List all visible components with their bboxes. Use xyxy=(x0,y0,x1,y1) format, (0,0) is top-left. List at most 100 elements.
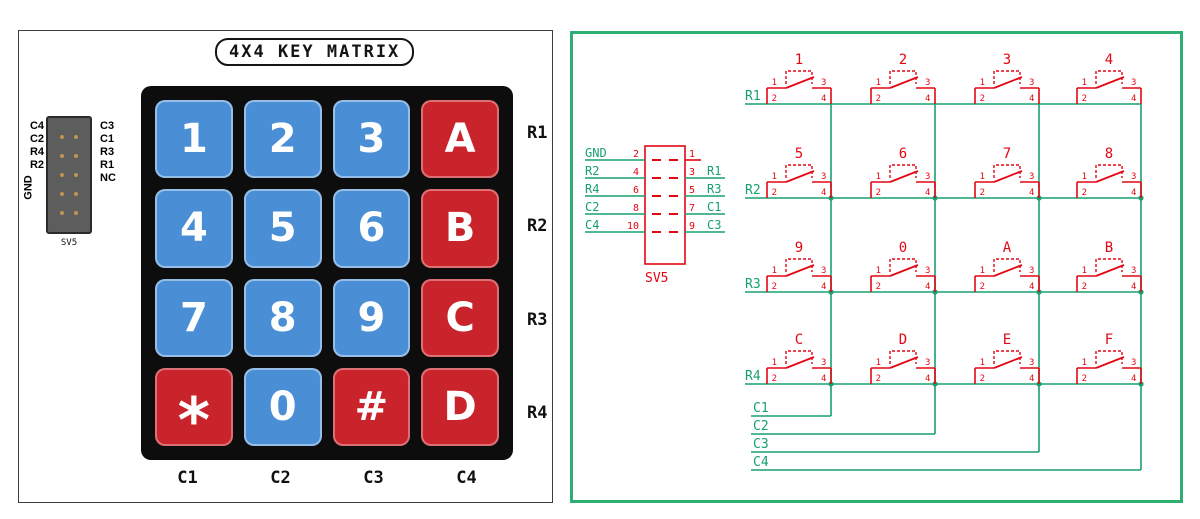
key-label: 9 xyxy=(357,294,386,341)
keypad-key-d: D xyxy=(421,367,499,446)
key-label: * xyxy=(177,384,211,458)
connector-pin-dot xyxy=(60,135,64,140)
key-label: 6 xyxy=(357,205,386,252)
connector-pin-dot xyxy=(74,154,78,159)
row-label-r4: R4 xyxy=(527,403,548,424)
switch-pin-number: 2 xyxy=(876,282,881,292)
connector-pin-label-c3: C3 xyxy=(100,120,115,132)
switch-lever xyxy=(993,170,1023,183)
switch-pin-number: 1 xyxy=(876,172,881,182)
diagram-title: 4X4 KEY MATRIX xyxy=(215,38,415,66)
switch-pin-number: 3 xyxy=(1029,172,1034,182)
net-label-R1: R1 xyxy=(745,89,761,104)
keypad-key-a: A xyxy=(421,100,499,179)
switch-pin-number: 3 xyxy=(1131,78,1136,88)
key-label: 1 xyxy=(179,116,208,163)
pin-number: 7 xyxy=(689,203,695,214)
schematic-connector-body xyxy=(644,145,686,265)
switch-pin-number: 1 xyxy=(876,266,881,276)
connector-name: SV5 xyxy=(60,238,78,248)
switch-lever xyxy=(889,170,919,183)
pin-number: 1 xyxy=(689,149,695,160)
switch-pin-number: 3 xyxy=(925,266,930,276)
pin-number: 8 xyxy=(633,203,639,214)
switch-pin-number: 2 xyxy=(980,374,985,384)
keypad-key-6: 6 xyxy=(332,189,411,268)
keypad-key-0: 0 xyxy=(243,367,322,446)
switch-pin-number: 3 xyxy=(1029,358,1034,368)
switch-pin-number: 3 xyxy=(925,78,930,88)
switch-pin-number: 3 xyxy=(821,78,826,88)
switch-label: 6 xyxy=(899,146,907,162)
switch-pin-number: 4 xyxy=(821,188,826,198)
key-label: 4 xyxy=(179,205,208,252)
net-label-R2: R2 xyxy=(585,164,599,178)
connector-pin-label-r2: R2 xyxy=(29,159,44,171)
idc-connector-body xyxy=(46,116,92,234)
switch-pin-number: 4 xyxy=(925,374,930,384)
keypad-key-8: 8 xyxy=(243,278,322,357)
switch-pin-number: 3 xyxy=(1131,266,1136,276)
pin-number: 2 xyxy=(633,149,639,160)
switch-label: A xyxy=(1003,240,1012,256)
switch-lever xyxy=(993,76,1023,89)
connector-pin-label-r1: R1 xyxy=(100,159,115,171)
switch-label: 8 xyxy=(1105,146,1113,162)
col-label-c2: C2 xyxy=(270,468,291,488)
switch-label: 7 xyxy=(1003,146,1011,162)
col-label-c4: C4 xyxy=(456,468,477,488)
switch-pin-number: 2 xyxy=(876,188,881,198)
switch-pin-number: 2 xyxy=(1082,94,1087,104)
keypad-key-2: 2 xyxy=(243,100,322,179)
switch-pin-number: 4 xyxy=(1029,374,1034,384)
switch-pin-number: 1 xyxy=(980,358,985,368)
switch-label: 9 xyxy=(795,240,803,256)
switch-pin-number: 3 xyxy=(925,358,930,368)
switch-lever xyxy=(785,356,815,369)
key-label: 8 xyxy=(268,294,297,341)
switch-pin-number: 2 xyxy=(772,188,777,198)
switch-pin-number: 2 xyxy=(772,94,777,104)
net-label-C3: C3 xyxy=(753,437,769,452)
switch-lever xyxy=(1095,264,1125,277)
switch-pin-number: 3 xyxy=(1131,358,1136,368)
connector-pin-dot xyxy=(74,191,78,196)
switch-lever xyxy=(889,76,919,89)
switch-pin-number: 4 xyxy=(925,188,930,198)
keypad-key-5: 5 xyxy=(243,189,322,268)
schematic-connector-name: SV5 xyxy=(645,271,668,286)
switch-pin-number: 4 xyxy=(1029,282,1034,292)
net-label-R2: R2 xyxy=(745,183,761,198)
connector-pin-dot xyxy=(74,135,78,140)
switch-pin-number: 1 xyxy=(980,78,985,88)
connector-pin-dot xyxy=(60,154,64,159)
net-label-R4: R4 xyxy=(745,369,761,384)
switch-pin-number: 2 xyxy=(1082,282,1087,292)
switch-lever xyxy=(1095,170,1125,183)
switch-pin-number: 3 xyxy=(1131,172,1136,182)
pin-number: 9 xyxy=(689,221,695,232)
keypad: 1 2 3 A 4 5 6 B 7 8 9 C * 0 # D xyxy=(141,86,513,460)
switch-pin-number: 4 xyxy=(925,282,930,292)
switch-label: 2 xyxy=(899,52,907,68)
switch-lever xyxy=(993,264,1023,277)
switch-label: 4 xyxy=(1105,52,1113,68)
switch-label: 3 xyxy=(1003,52,1011,68)
keypad-key-7: 7 xyxy=(155,278,233,357)
col-label-c3: C3 xyxy=(363,468,384,488)
net-label-C4: C4 xyxy=(585,218,599,232)
key-label: D xyxy=(443,383,477,430)
net-label-R3: R3 xyxy=(745,277,761,292)
switch-lever xyxy=(889,264,919,277)
net-label-C2: C2 xyxy=(585,200,599,214)
pin-number: 6 xyxy=(633,185,639,196)
row-labels: R1 R2 R3 R4 xyxy=(527,86,567,460)
net-label-C4: C4 xyxy=(753,455,769,470)
key-label: 7 xyxy=(179,294,208,341)
connector-pin-dot xyxy=(60,172,64,177)
key-label: C xyxy=(445,294,475,341)
keypad-key-1: 1 xyxy=(155,100,233,179)
key-label: 0 xyxy=(268,383,297,430)
